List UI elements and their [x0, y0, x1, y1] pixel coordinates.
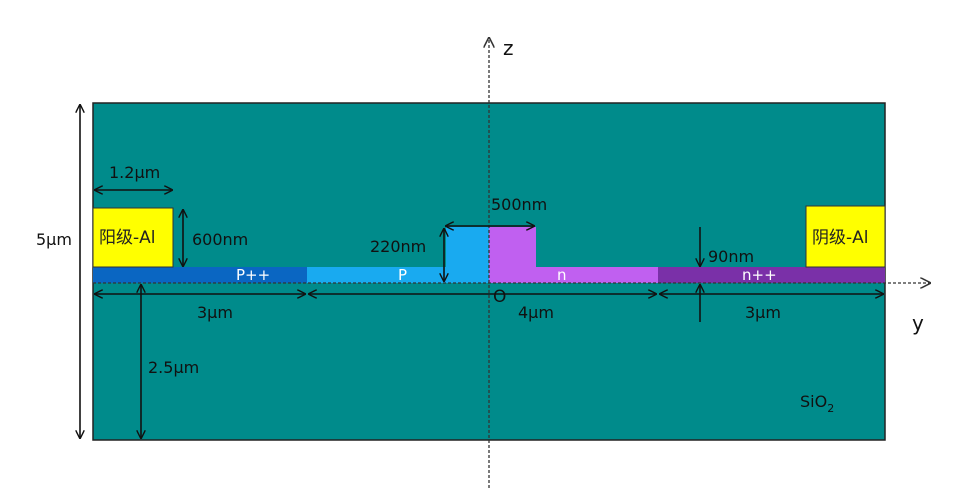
z-axis-label: z	[503, 36, 514, 60]
rib-width-label: 500nm	[491, 195, 547, 214]
n-label: n	[557, 266, 567, 284]
p-region	[307, 267, 446, 283]
cathode-electrode	[805, 205, 886, 268]
p-rib	[446, 227, 489, 283]
p-plus-plus-width-label: 3μm	[197, 303, 233, 322]
electrode-height-label: 600nm	[192, 230, 248, 249]
n-rib	[489, 227, 536, 283]
rib-height-label: 220nm	[370, 237, 426, 256]
p-label: P	[398, 266, 407, 284]
core-doped-width-label: 4μm	[518, 303, 554, 322]
electrode-width-label: 1.2μm	[109, 163, 160, 182]
y-axis-label: y	[912, 311, 924, 335]
n-region	[536, 267, 658, 283]
n-plus-plus-label: n++	[742, 266, 777, 284]
slab-height-label: 90nm	[708, 247, 754, 266]
n-plus-plus-width-label: 3μm	[745, 303, 781, 322]
n-plus-plus-region	[658, 267, 885, 283]
anode-electrode	[92, 207, 174, 268]
anode-label: 阳级-Al	[99, 228, 156, 248]
cathode-label: 阴级-Al	[812, 228, 869, 248]
sio2-label: SiO2	[800, 392, 834, 415]
origin-label: O	[493, 287, 506, 307]
total-height-label: 5μm	[36, 230, 72, 249]
p-plus-plus-region	[93, 267, 307, 283]
p-plus-plus-label: P++	[236, 266, 270, 284]
bottom-oxide-label: 2.5μm	[148, 358, 199, 377]
